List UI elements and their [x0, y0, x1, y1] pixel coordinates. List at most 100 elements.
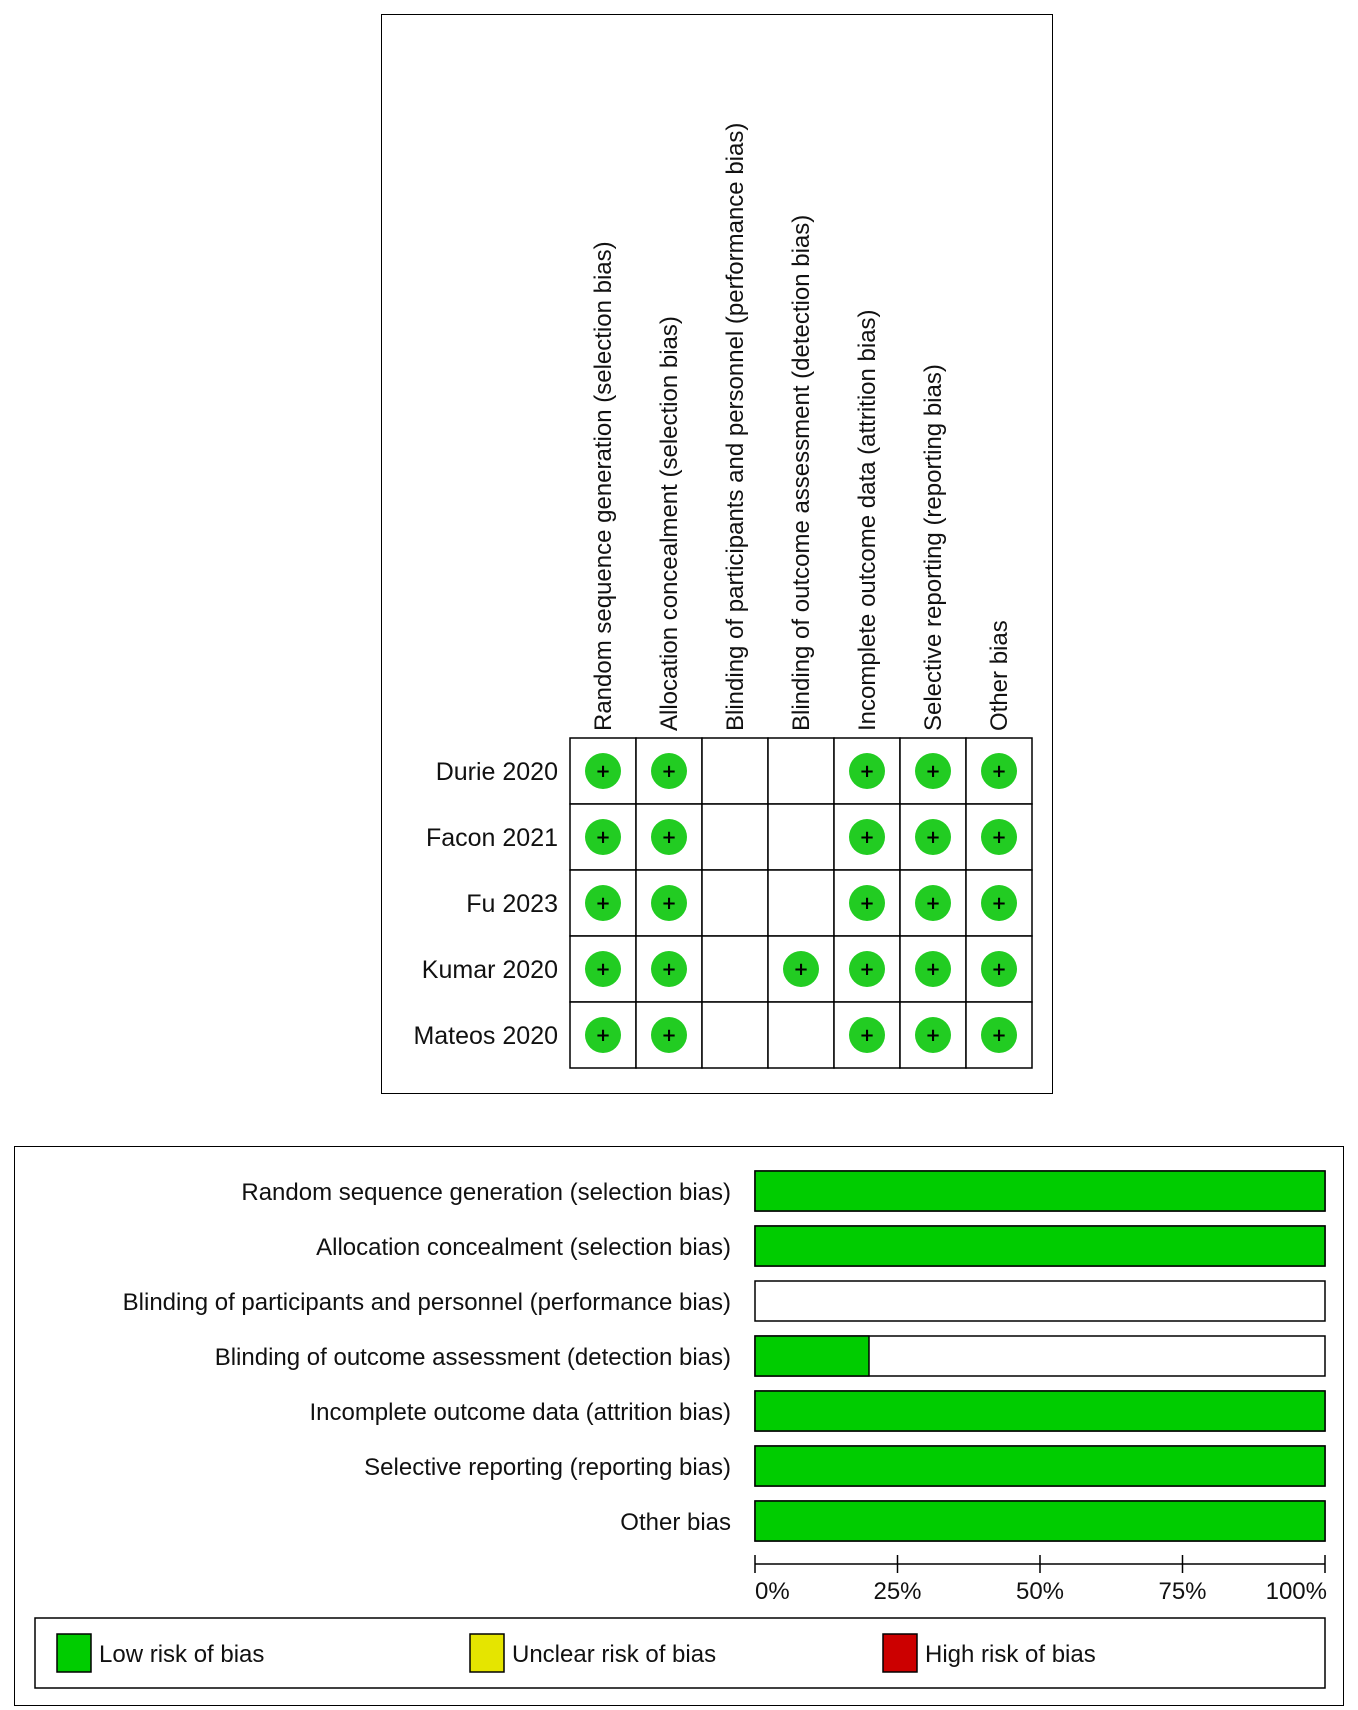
- low-risk-circle-icon: [651, 885, 687, 921]
- plus-symbol: +: [991, 893, 1006, 914]
- bar-segment: [754, 1390, 1326, 1432]
- plus-symbol: +: [859, 761, 874, 782]
- plus-symbol: +: [595, 893, 610, 914]
- judgement-cell: [767, 869, 835, 937]
- judgement-cell: [899, 1001, 967, 1069]
- x-tick-label: 75%: [1158, 1578, 1206, 1605]
- study-label: Facon 2021: [426, 824, 558, 852]
- study-label: Mateos 2020: [413, 1022, 558, 1050]
- plus-symbol: +: [859, 959, 874, 980]
- domain-header-label: Other bias: [986, 620, 1013, 731]
- domain-header-label: Blinding of participants and personnel (…: [722, 123, 749, 731]
- low-risk-circle-icon: [915, 951, 951, 987]
- plus-symbol: +: [661, 893, 676, 914]
- low-risk-circle-icon: [849, 951, 885, 987]
- bar-segment: [754, 1335, 870, 1377]
- plus-symbol: +: [991, 761, 1006, 782]
- plus-symbol: +: [661, 761, 676, 782]
- domain-label: Blinding of outcome assessment (detectio…: [215, 1344, 731, 1371]
- legend-swatch: [469, 1633, 505, 1673]
- legend-box: [34, 1617, 1326, 1689]
- low-risk-circle-icon: [651, 819, 687, 855]
- legend-label: High risk of bias: [925, 1641, 1096, 1668]
- legend-label: Unclear risk of bias: [512, 1641, 716, 1668]
- bar-segment: [754, 1500, 1326, 1542]
- plus-symbol: +: [661, 827, 676, 848]
- plus-symbol: +: [859, 827, 874, 848]
- plus-symbol: +: [661, 959, 676, 980]
- plus-symbol: +: [793, 959, 808, 980]
- bar-segment: [754, 1445, 1326, 1487]
- risk-of-bias-summary-panel: Random sequence generation (selection bi…: [381, 14, 1053, 1094]
- low-risk-circle-icon: [981, 753, 1017, 789]
- x-tick-label: 0%: [755, 1578, 790, 1605]
- low-risk-circle-icon: [915, 819, 951, 855]
- plus-symbol: +: [859, 1025, 874, 1046]
- low-risk-circle-icon: [651, 1017, 687, 1053]
- judgement-cell: [965, 869, 1033, 937]
- low-risk-circle-icon: [783, 951, 819, 987]
- plus-symbol: +: [925, 761, 940, 782]
- plus-symbol: +: [925, 893, 940, 914]
- low-risk-circle-icon: [915, 753, 951, 789]
- domain-label: Random sequence generation (selection bi…: [241, 1179, 731, 1206]
- domain-label: Blinding of participants and personnel (…: [123, 1289, 731, 1316]
- bar-segment: [754, 1225, 1326, 1267]
- x-tick-label: 25%: [873, 1578, 921, 1605]
- risk-of-bias-graph-panel: Random sequence generation (selection bi…: [14, 1146, 1344, 1706]
- study-label: Fu 2023: [466, 890, 558, 918]
- judgement-cell: [701, 1001, 769, 1069]
- bar-segment: [754, 1170, 1326, 1212]
- low-risk-circle-icon: [981, 885, 1017, 921]
- plus-symbol: +: [859, 893, 874, 914]
- plus-symbol: +: [595, 959, 610, 980]
- low-risk-circle-icon: [585, 819, 621, 855]
- plus-symbol: +: [925, 1025, 940, 1046]
- domain-label: Other bias: [620, 1509, 731, 1536]
- judgement-cell: [701, 803, 769, 871]
- domain-header-label: Random sequence generation (selection bi…: [590, 241, 617, 731]
- plus-symbol: +: [991, 1025, 1006, 1046]
- bar-outline: [754, 1280, 1326, 1322]
- domain-header-label: Incomplete outcome data (attrition bias): [854, 309, 881, 731]
- domain-header-label: Blinding of outcome assessment (detectio…: [788, 215, 815, 731]
- plus-symbol: +: [925, 827, 940, 848]
- low-risk-circle-icon: [585, 885, 621, 921]
- low-risk-circle-icon: [651, 753, 687, 789]
- domain-header-label: Selective reporting (reporting bias): [920, 364, 947, 731]
- study-label: Kumar 2020: [422, 956, 558, 984]
- plus-symbol: +: [991, 959, 1006, 980]
- judgement-cell: [767, 803, 835, 871]
- x-tick-label: 100%: [1266, 1578, 1327, 1605]
- domain-label: Allocation concealment (selection bias): [316, 1234, 731, 1261]
- study-label: Durie 2020: [436, 758, 558, 786]
- risk-of-bias-graph-chart: Random sequence generation (selection bi…: [34, 1170, 1327, 1689]
- x-tick-label: 50%: [1016, 1578, 1064, 1605]
- risk-of-bias-summary-chart: Random sequence generation (selection bi…: [413, 123, 1033, 1069]
- domain-header-label: Allocation concealment (selection bias): [656, 316, 683, 731]
- judgement-cell: [767, 1001, 835, 1069]
- judgement-cell: [701, 737, 769, 805]
- low-risk-circle-icon: [981, 951, 1017, 987]
- plus-symbol: +: [991, 827, 1006, 848]
- low-risk-circle-icon: [849, 753, 885, 789]
- low-risk-circle-icon: [915, 885, 951, 921]
- low-risk-circle-icon: [585, 1017, 621, 1053]
- low-risk-circle-icon: [981, 819, 1017, 855]
- low-risk-circle-icon: [915, 1017, 951, 1053]
- plus-symbol: +: [595, 1025, 610, 1046]
- low-risk-circle-icon: [585, 753, 621, 789]
- low-risk-circle-icon: [849, 819, 885, 855]
- low-risk-circle-icon: [981, 1017, 1017, 1053]
- legend-swatch: [882, 1633, 918, 1673]
- legend-label: Low risk of bias: [99, 1641, 264, 1668]
- domain-label: Selective reporting (reporting bias): [364, 1454, 731, 1481]
- legend-swatch: [56, 1633, 92, 1673]
- plus-symbol: +: [661, 1025, 676, 1046]
- judgement-cell: [701, 869, 769, 937]
- plus-symbol: +: [595, 761, 610, 782]
- low-risk-circle-icon: [849, 885, 885, 921]
- low-risk-circle-icon: [651, 951, 687, 987]
- judgement-cell: [701, 935, 769, 1003]
- low-risk-circle-icon: [849, 1017, 885, 1053]
